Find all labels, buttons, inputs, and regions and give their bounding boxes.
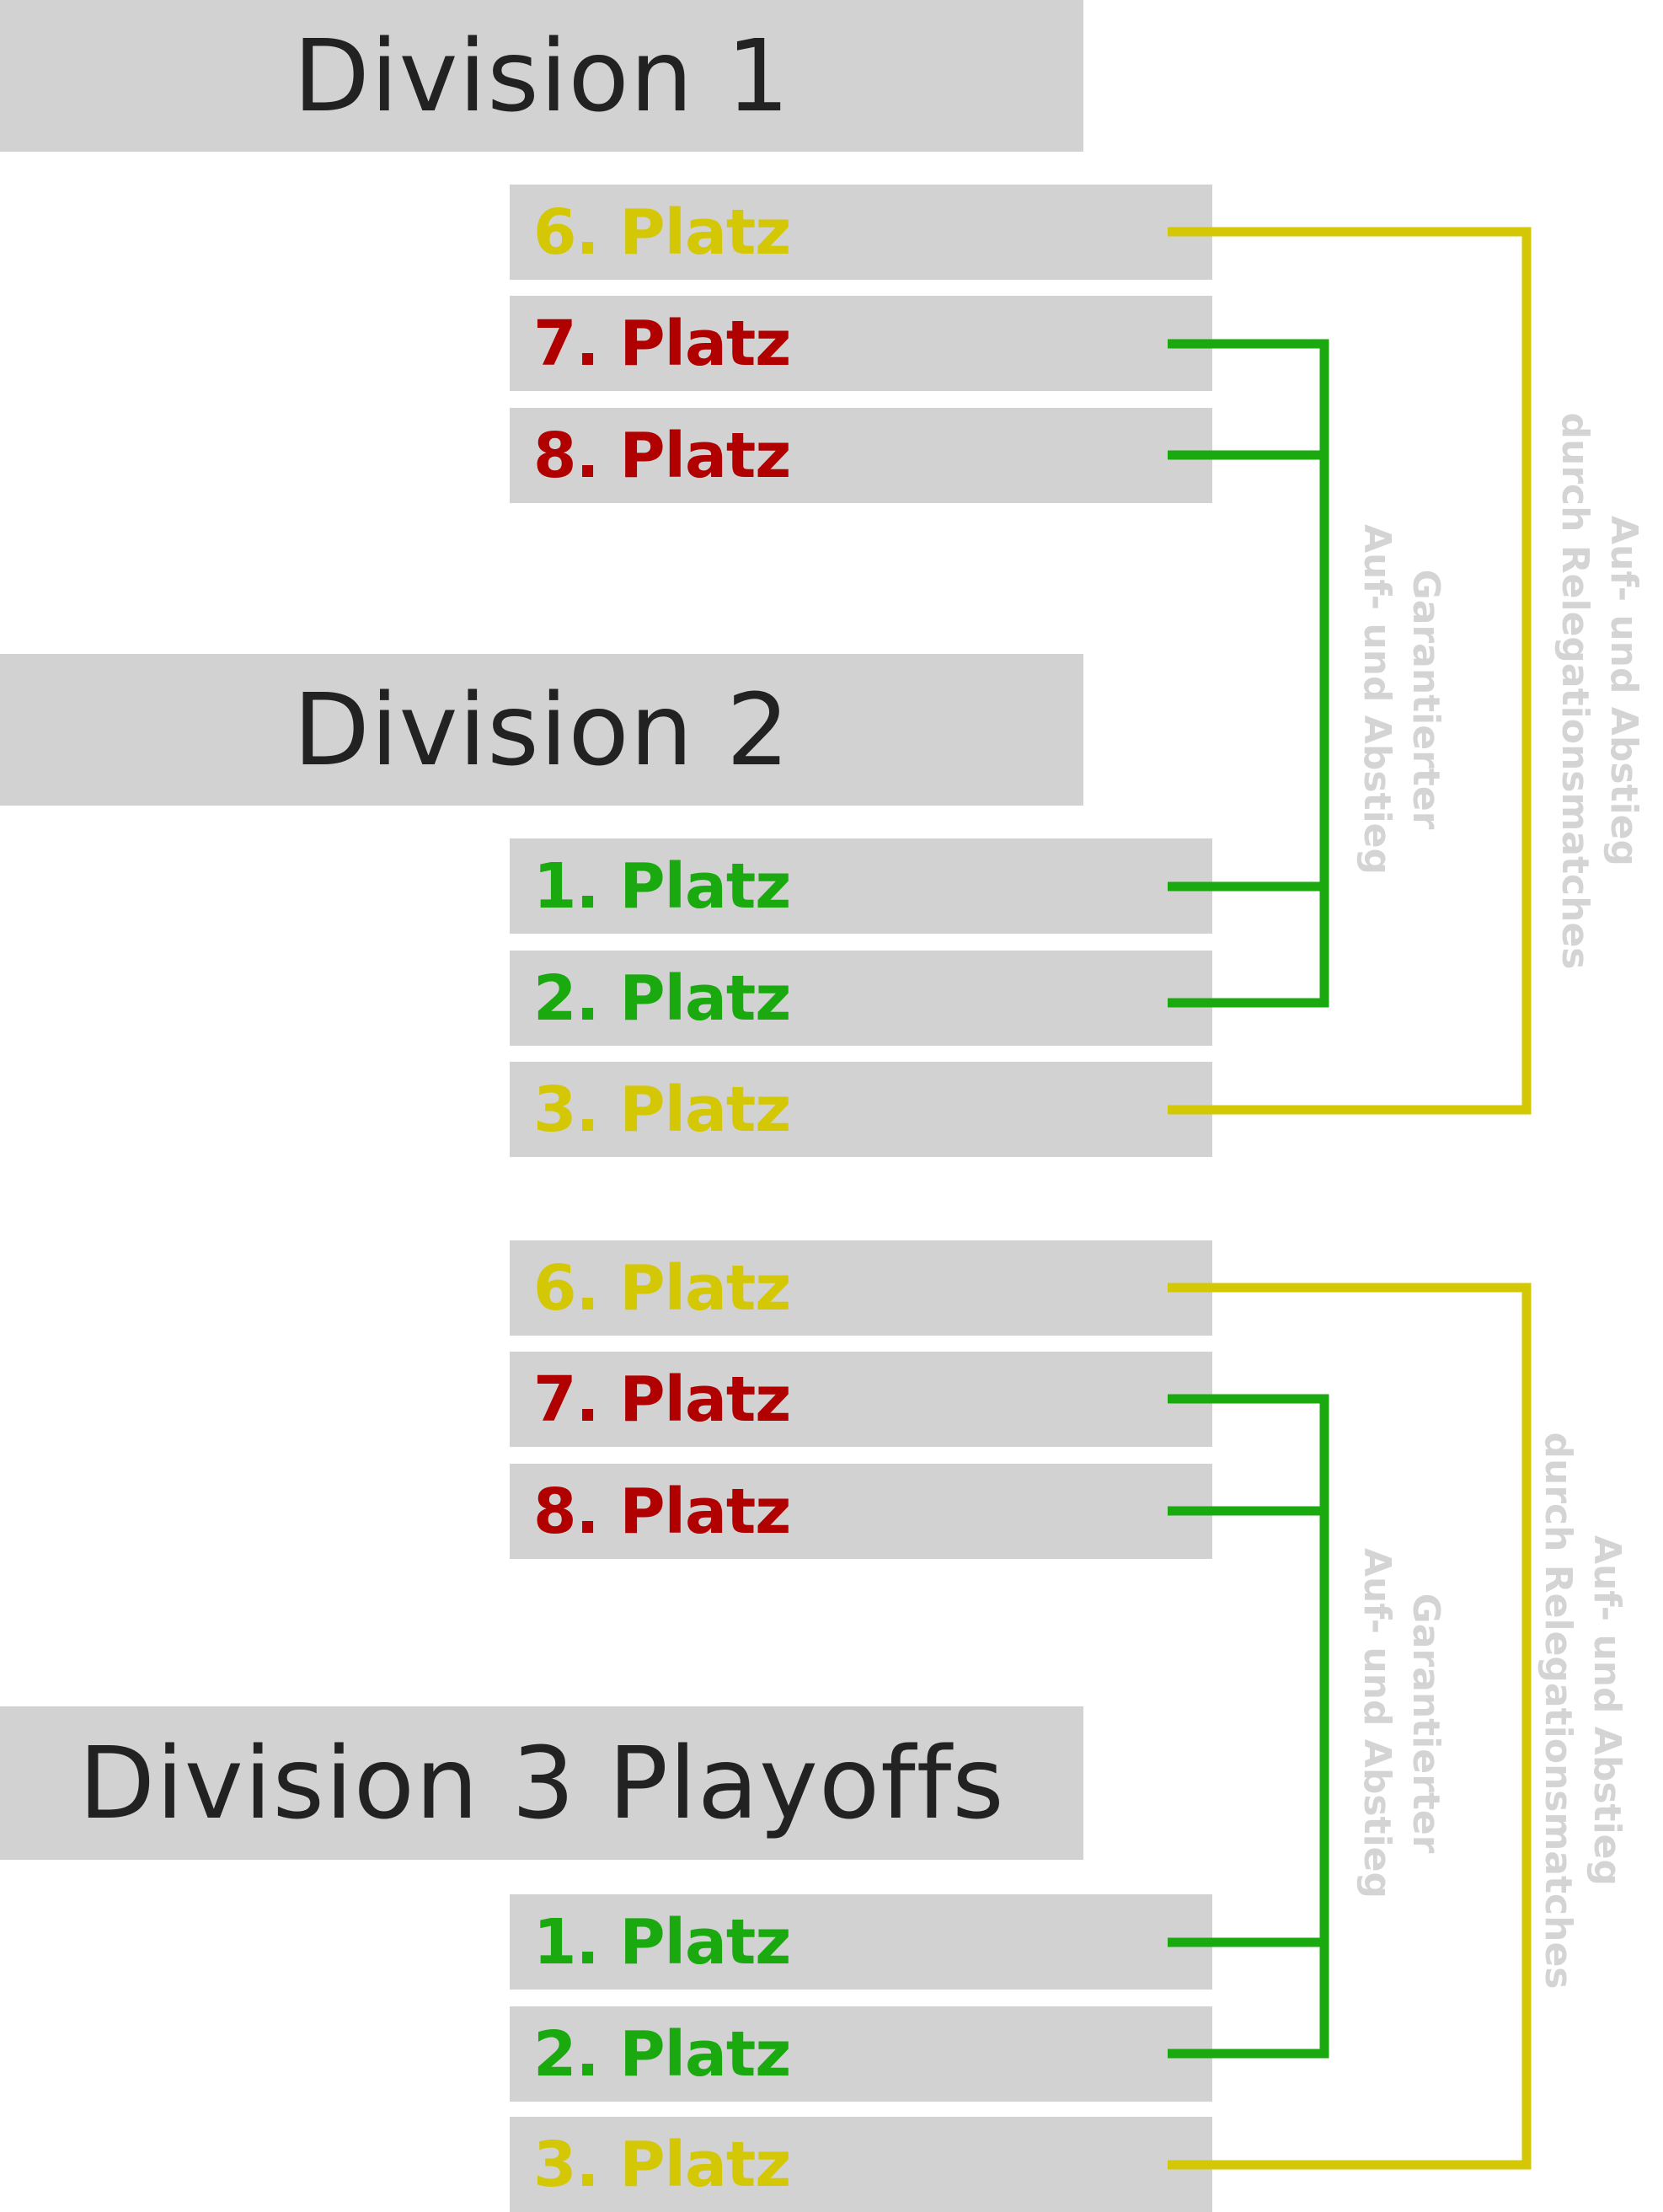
division-2-header: Division 2 xyxy=(0,654,1083,806)
group1-guaranteed-label-line1: Garantierter xyxy=(1404,569,1447,830)
group2-relegation-connector xyxy=(1168,1283,1532,2170)
group2-guaranteed-label-line2: Auf- und Abstieg xyxy=(1356,1548,1398,1899)
div3-place-1: 1. Platz xyxy=(510,1894,1212,1990)
div2-place-6: 6. Platz xyxy=(510,1240,1212,1336)
div2-place-1: 1. Platz xyxy=(510,838,1212,934)
div2-place-8: 8. Platz xyxy=(510,1464,1212,1559)
division-3-playoffs-header: Division 3 Playoffs xyxy=(0,1706,1083,1860)
div1-place-6: 6. Platz xyxy=(510,185,1212,280)
div3-place-3: 3. Platz xyxy=(510,2117,1212,2212)
group1-guaranteed-label: Garantierter Auf- und Abstieg xyxy=(1352,524,1450,875)
group2-relegation-label-line2: durch Relegationsmatches xyxy=(1537,1432,1580,1990)
group1-relegation-label-line2: durch Relegationsmatches xyxy=(1553,412,1596,970)
group2-guaranteed-connector xyxy=(1168,1394,1329,2059)
group1-guaranteed-connector xyxy=(1168,339,1329,1008)
group1-relegation-label: Auf- und Abstieg durch Relegationsmatche… xyxy=(1550,413,1648,970)
div2-place-3: 3. Platz xyxy=(510,1062,1212,1157)
div1-place-8: 8. Platz xyxy=(510,408,1212,503)
group2-guaranteed-label-line1: Garantierter xyxy=(1404,1593,1447,1854)
group2-relegation-label-line1: Auf- und Abstieg xyxy=(1585,1535,1628,1886)
group1-guaranteed-label-line2: Auf- und Abstieg xyxy=(1356,524,1398,875)
div2-place-7: 7. Platz xyxy=(510,1352,1212,1447)
group2-guaranteed-label: Garantierter Auf- und Abstieg xyxy=(1352,1548,1450,1899)
div3-place-2: 2. Platz xyxy=(510,2006,1212,2102)
group1-relegation-label-line1: Auf- und Abstieg xyxy=(1602,516,1645,866)
div1-place-7: 7. Platz xyxy=(510,296,1212,391)
div2-place-2: 2. Platz xyxy=(510,951,1212,1046)
group2-relegation-label: Auf- und Abstieg durch Relegationsmatche… xyxy=(1533,1433,1631,1990)
division-1-header: Division 1 xyxy=(0,0,1083,152)
group1-relegation-connector xyxy=(1168,227,1532,1115)
